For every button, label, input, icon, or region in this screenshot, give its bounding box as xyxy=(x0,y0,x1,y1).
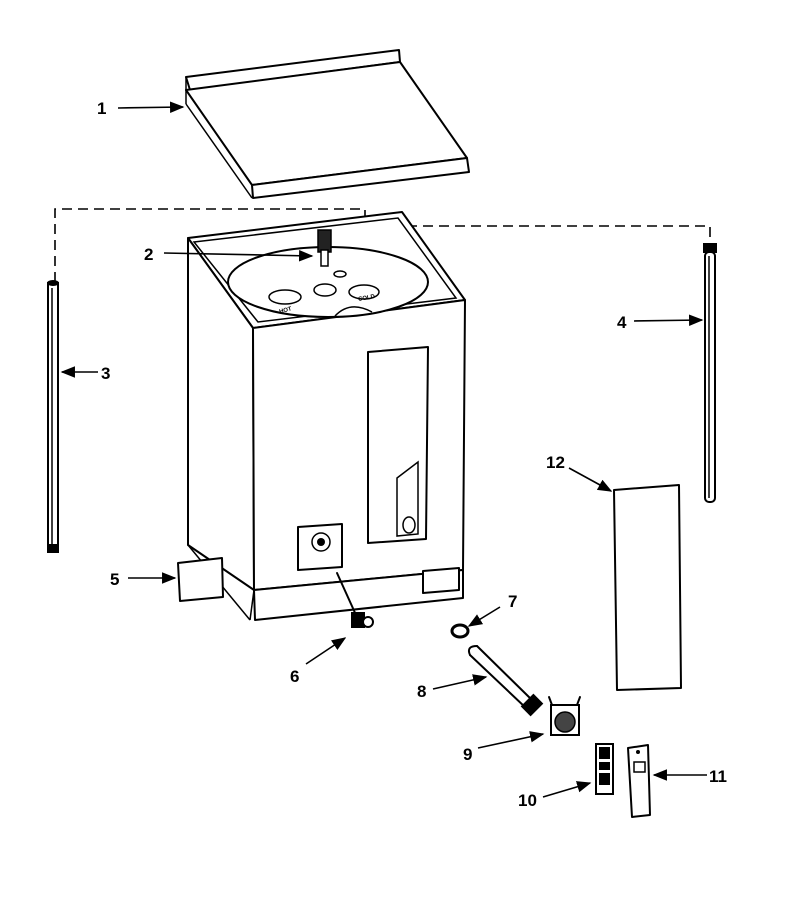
callout-7: 7 xyxy=(508,592,517,611)
callout-5: 5 xyxy=(110,570,119,589)
top-cover-part xyxy=(185,49,470,199)
valve-fitting-part xyxy=(317,229,332,267)
water-heater-tank: HOT COLD xyxy=(187,211,466,621)
callout-4: 4 xyxy=(617,313,627,332)
side-cover-part xyxy=(177,557,224,602)
callout-9: 9 xyxy=(463,745,472,764)
callout-6: 6 xyxy=(290,667,299,686)
terminal-block-part xyxy=(595,743,614,795)
callout-12: 12 xyxy=(546,453,565,472)
callout-8: 8 xyxy=(417,682,426,701)
anode-rod-left-part xyxy=(47,280,59,553)
anode-rod-right-part xyxy=(703,243,717,503)
callout-arrows xyxy=(60,101,707,798)
callout-11: 11 xyxy=(709,767,727,786)
heating-element-part xyxy=(467,645,544,717)
callout-labels: 1 2 3 4 5 6 7 8 9 10 11 12 xyxy=(97,99,727,810)
callout-2: 2 xyxy=(144,245,153,264)
bracket-plate-part xyxy=(627,744,651,818)
drain-valve-part xyxy=(336,572,374,628)
thermostat-bracket-part xyxy=(548,696,581,736)
hot-fitting-label: HOT xyxy=(279,306,293,315)
cold-fitting-label: COLD xyxy=(358,294,376,303)
callout-3: 3 xyxy=(101,364,110,383)
jacket-panel-part xyxy=(613,484,682,691)
gasket-part xyxy=(450,623,470,639)
callout-10: 10 xyxy=(518,791,537,810)
callout-1: 1 xyxy=(97,99,106,118)
